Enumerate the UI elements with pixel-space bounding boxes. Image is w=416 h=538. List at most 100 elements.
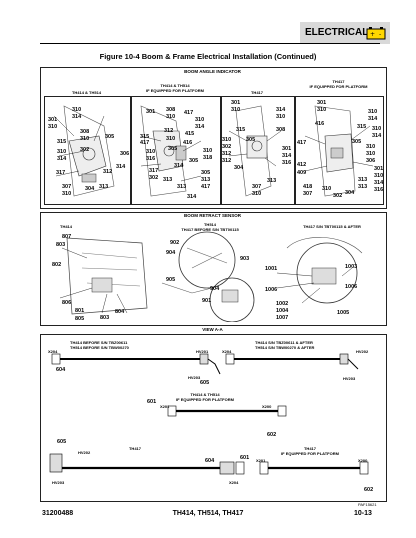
callout: 903 [240,256,250,262]
callout: 313 [358,184,368,190]
callout: 302 [80,147,90,153]
boom-angle-view-4-label: TH417 IF EQUIPPED FOR PLATFORM [309,79,368,89]
callout: 1002 [276,301,289,307]
callout: 315 [57,139,67,145]
callout: 304 [85,186,95,192]
callout: 301 [374,166,384,172]
figure-id: PAF15621 [358,502,377,507]
svg-text:+: + [370,31,375,38]
callout: 314 [276,107,286,113]
callout: 310 [366,144,376,150]
callout: X201 [160,404,170,409]
callout: 417 [297,140,307,146]
callout: 806 [62,300,72,306]
boom-angle-view-4 [295,96,384,205]
callout: 313 [163,177,173,183]
callout: 602 [364,487,374,493]
section-title: ELECTRICAL [305,27,369,38]
callout: 315 [140,134,150,140]
callout: 318 [203,155,213,161]
callout: 1006 [265,287,278,293]
callout: 301 [231,100,241,106]
view-aa-label-2: TH414 S/N TBZ00611 & AFTER TH514 S/N TBW… [255,340,315,350]
callout: 310 [322,186,332,192]
callout: 807 [62,234,72,240]
footer-models: TH414, TH514, TH417 [172,510,244,517]
callout: 310 [374,173,384,179]
callout: 605 [57,439,67,445]
boom-angle-view-1-drawing [53,105,115,197]
callout: 802 [52,262,62,268]
callout: 301 [146,109,156,115]
boom-angle-view-2-label: TH414 & TH514 IF EQUIPPED FOR PLATFORM [146,83,204,93]
callout: 804 [115,309,125,315]
callout: 301 [48,117,58,123]
callout: 306 [120,151,130,157]
callout: 301 [282,146,292,152]
callout: 1005 [337,310,350,316]
view-aa-panel [40,334,387,502]
callout: 417 [140,140,150,146]
callout: 417 [201,184,211,190]
harness-drawings [49,353,369,475]
callout: 1004 [276,308,289,314]
retract-drawings [59,231,363,322]
header-rule [40,43,380,44]
view-aa-label-4: TH417 [128,446,141,451]
callout: 314 [368,116,378,122]
callout: 904 [166,250,176,256]
callout: 305 [168,146,178,152]
callout: 418 [303,184,313,190]
callout: 310 [372,126,382,132]
callout: HV203 [188,375,201,380]
callout: 315 [357,124,367,130]
callout: 316 [146,156,156,162]
callout: 310 [252,191,262,197]
callout: 412 [297,162,307,168]
callout: 803 [100,315,110,321]
footer-page-number: 10-13 [354,510,372,517]
callout: 315 [236,127,246,133]
callout: 605 [200,380,210,386]
callout: 314 [174,163,184,169]
boom-angle-view-3-label: TH417 [250,90,263,95]
callout: 302 [149,175,159,181]
callout: 905 [166,277,176,283]
callout: 416 [315,121,325,127]
callout: 316 [374,187,384,193]
callout: 305 [201,170,211,176]
callout: X200 [358,458,368,463]
callout: 307 [62,184,72,190]
callout: 601 [147,399,157,405]
callout: 803 [56,242,66,248]
callout: 312 [164,128,174,134]
callout: 415 [185,131,195,137]
callout: 304 [345,190,355,196]
callout: 604 [205,458,215,464]
callout: HV203 [52,480,65,485]
callout: 310 [62,191,72,197]
callout: 308 [276,127,286,133]
callout: 317 [56,170,66,176]
callout: 1003 [345,264,358,270]
callout: 310 [366,151,376,157]
callout: 310 [317,107,327,113]
retract-view-1-label: TH414 [60,224,73,229]
callout: 314 [282,153,292,159]
callout: HV202 [356,349,369,354]
callout: 316 [282,160,292,166]
callout: 302 [222,144,232,150]
callout: 310 [166,136,176,142]
boom-angle-view-4-drawing [304,105,374,197]
boom-angle-view-2-drawing [140,105,202,197]
callout: 313 [201,177,211,183]
callout: 310 [276,114,286,120]
callout: X204 [229,480,239,485]
callout: 313 [177,184,187,190]
callout: 1001 [265,266,278,272]
callout: 314 [372,133,382,139]
callout: 305 [352,139,362,145]
callout: 805 [75,316,85,322]
callout: 313 [267,178,277,184]
callout: 304 [234,165,244,171]
